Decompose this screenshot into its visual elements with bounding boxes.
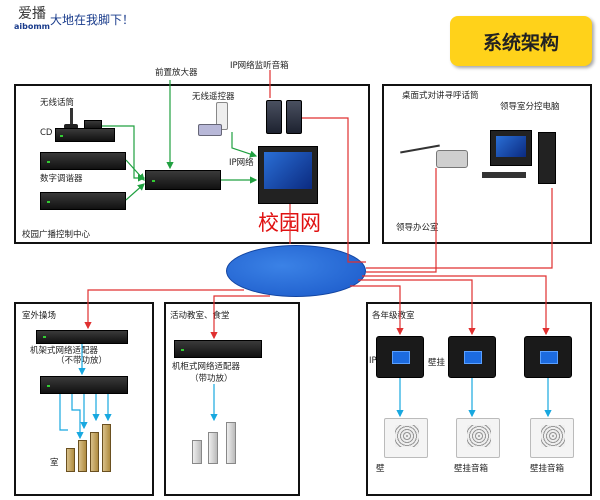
title-banner: 系统架构	[450, 16, 592, 66]
column-speaker-icon	[78, 440, 87, 472]
activity-label: 活动教室、食堂	[170, 311, 230, 321]
classrooms-label: 各年级教室	[372, 311, 415, 321]
column-speaker-icon	[90, 432, 99, 472]
preamp-label: 前置放大器	[155, 68, 198, 78]
activity-adapter-icon	[174, 340, 262, 358]
wireless-remote-label: 无线遥控器	[192, 92, 235, 102]
leader-office-label: 领导办公室	[396, 223, 439, 233]
column-speaker-icon	[66, 448, 75, 472]
keyboard-icon	[482, 172, 526, 178]
ip-listen-label: IP网络监听音箱	[230, 61, 289, 71]
green-audio-links	[102, 80, 258, 201]
wall-speaker-icon	[456, 418, 500, 458]
desk-intercom-label: 桌面式对讲寻呼话筒	[402, 91, 479, 101]
speaker-right-icon	[286, 100, 302, 134]
control-center-label: 校园广播控制中心	[22, 230, 91, 240]
speaker-left-icon	[266, 100, 282, 134]
wall-speaker-label: 壁	[376, 464, 385, 474]
logo-text: aibomm	[13, 22, 51, 31]
classroom-ip-label: IP	[369, 356, 377, 366]
classroom-panel-icon	[448, 336, 496, 378]
activity-adapter-note: （带功放）	[190, 374, 233, 384]
cyan-speaker-links	[59, 344, 552, 440]
classroom-panel-icon	[376, 336, 424, 378]
page-title: 系统架构	[482, 31, 559, 54]
column-speaker-icon	[208, 432, 218, 464]
cd-player-icon	[55, 128, 115, 142]
tuner-icon	[40, 152, 126, 170]
wireless-mic-label: 无线话筒	[40, 98, 75, 108]
desk-intercom-icon	[400, 136, 470, 176]
amplifier-icon	[40, 192, 126, 210]
outdoor-label: 室外操场	[22, 311, 57, 321]
leader-pc-tower-icon	[538, 132, 556, 184]
wall-speaker-label: 壁挂音箱	[454, 464, 489, 474]
campus-network-ellipse	[226, 245, 366, 297]
ip-network-label: IP网络	[229, 158, 254, 168]
outdoor-speaker-label: 室	[50, 458, 59, 468]
classroom-panel-icon	[524, 336, 572, 378]
red-network-links	[84, 70, 553, 340]
wireless-mic-icon	[60, 108, 82, 130]
activity-adapter-label: 机柜式网络适配器	[172, 362, 241, 372]
leader-office-box	[382, 84, 592, 244]
column-speaker-icon	[226, 422, 236, 464]
outdoor-amplifier-icon	[40, 376, 128, 394]
column-speaker-icon	[192, 440, 202, 464]
digital-tuner-label: 数字调谐器	[40, 174, 83, 184]
wall-speaker-label: 壁挂音箱	[530, 464, 565, 474]
slogan: 大地在我脚下！	[50, 13, 135, 27]
wall-speaker-icon	[530, 418, 574, 458]
wireless-remote-icon	[198, 102, 234, 138]
wall-speaker-icon	[384, 418, 428, 458]
classrooms-box	[366, 302, 592, 496]
leader-pc-label: 领导室分控电脑	[500, 102, 560, 112]
outdoor-adapter-icon	[36, 330, 128, 344]
preamp-icon	[145, 170, 221, 190]
logo-mark: 爱播	[18, 6, 46, 22]
outdoor-adapter-label: 机架式网络适配器	[30, 346, 99, 356]
control-pc-icon	[258, 146, 318, 204]
cd-label: CD	[40, 128, 53, 138]
leader-pc-monitor-icon	[490, 130, 532, 166]
column-speaker-icon	[102, 424, 111, 472]
brand-logo: 爱播 aibomm	[12, 6, 52, 31]
classroom-wall-label: 壁挂	[428, 358, 446, 368]
